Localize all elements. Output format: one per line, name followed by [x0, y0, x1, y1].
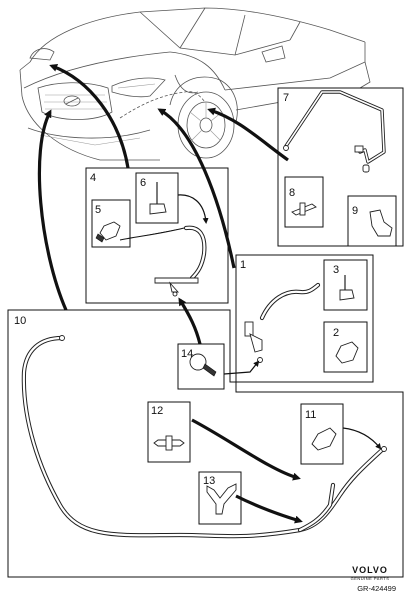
group-7-pipe	[283, 90, 386, 173]
callout-7: 7	[283, 92, 289, 104]
svg-text:12: 12	[151, 405, 163, 417]
svg-text:8: 8	[289, 187, 295, 199]
part-12-connector	[153, 435, 185, 451]
group-10-frame	[7, 309, 404, 578]
svg-text:3: 3	[333, 264, 339, 276]
callout-3: 3	[333, 264, 339, 276]
svg-text:7: 7	[283, 92, 289, 104]
part-3-bracket	[339, 275, 355, 301]
group-1-hose	[244, 282, 321, 363]
part-12-frame	[147, 401, 191, 463]
part-14-screw	[189, 353, 217, 377]
svg-text:11: 11	[305, 409, 316, 421]
callout-2: 2	[333, 327, 339, 339]
callout-5: 5	[95, 204, 101, 216]
callout-10: 10	[14, 315, 26, 327]
group-4-hose	[119, 225, 207, 297]
arrow-group-4-to-nozzle	[49, 63, 130, 169]
volvo-genuine-parts-logo: VOLVO GENUINE PARTS	[351, 565, 390, 581]
reference-number: GR-424499	[357, 584, 396, 593]
arrow-group-1-to-wheel	[157, 108, 236, 269]
svg-text:VOLVO: VOLVO	[352, 565, 388, 575]
svg-text:6: 6	[140, 177, 146, 189]
part-8-frame	[284, 176, 324, 228]
callout-11: 11	[305, 409, 316, 421]
callout-13: 13	[203, 475, 215, 487]
arrow-14-to-group-1	[223, 360, 260, 375]
callout-14: 14	[181, 348, 193, 360]
svg-text:14: 14	[181, 348, 193, 360]
part-2-connector	[335, 341, 359, 364]
svg-text:5: 5	[95, 204, 101, 216]
callout-6: 6	[140, 177, 146, 189]
part-9-elbow	[369, 209, 393, 237]
svg-text:13: 13	[203, 475, 215, 487]
svg-text:9: 9	[352, 205, 358, 217]
arrow-13-to-junction	[235, 494, 303, 524]
svg-text:GENUINE PARTS: GENUINE PARTS	[351, 576, 390, 581]
arrow-group-7-to-car	[207, 107, 289, 162]
part-8-connector	[291, 202, 317, 216]
callout-12: 12	[151, 405, 163, 417]
callout-4: 4	[90, 172, 96, 184]
part-6-bracket	[149, 182, 167, 215]
arrow-group-10-to-front	[37, 109, 68, 311]
arrow-11-to-hose-end	[342, 427, 382, 450]
svg-text:2: 2	[333, 327, 339, 339]
arrow-14-to-group-4	[178, 297, 202, 345]
callout-9: 9	[352, 205, 358, 217]
svg-text:4: 4	[90, 172, 96, 184]
svg-text:1: 1	[240, 259, 246, 271]
part-13-y-piece	[206, 483, 237, 515]
svg-text:10: 10	[14, 315, 26, 327]
arrow-6-to-hose	[177, 194, 209, 224]
part-5-connector	[95, 221, 121, 243]
callout-1: 1	[240, 259, 246, 271]
arrow-12-to-hose	[191, 418, 301, 481]
callout-8: 8	[289, 187, 295, 199]
group-10-hose	[21, 335, 387, 539]
part-11-connector	[311, 427, 337, 451]
